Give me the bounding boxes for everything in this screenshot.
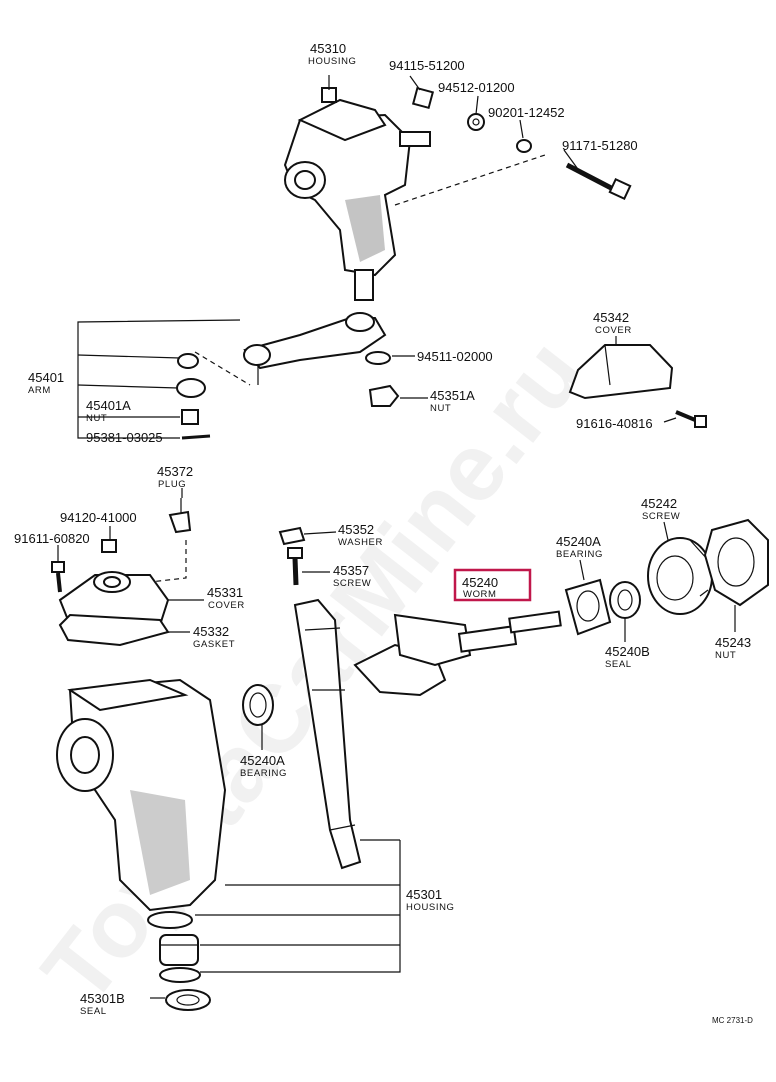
- adjusting-screw-45242: [647, 537, 713, 615]
- name-45310: HOUSING: [308, 56, 357, 67]
- label-45332[interactable]: 45332: [193, 624, 229, 639]
- label-45351a[interactable]: 45351A: [430, 388, 475, 403]
- washer-94512: [467, 113, 485, 131]
- bearing-45240a-left: [242, 684, 274, 726]
- housing-oring: [147, 911, 193, 929]
- steering-gear-housing-assembly: [283, 75, 431, 301]
- label-91171[interactable]: 91171-51280: [562, 138, 638, 153]
- name-45332: GASKET: [193, 639, 235, 650]
- label-90201[interactable]: 90201-12452: [488, 105, 565, 120]
- label-45372[interactable]: 45372: [157, 464, 193, 479]
- label-45240[interactable]: 45240: [462, 575, 498, 590]
- arm-nut: [181, 409, 199, 425]
- name-45357: SCREW: [333, 578, 371, 589]
- gasket-45332: [58, 613, 170, 647]
- label-45401a[interactable]: 45401A: [86, 398, 131, 413]
- name-45240: WORM: [463, 589, 497, 600]
- washer-90201: [516, 139, 532, 153]
- label-45401[interactable]: 45401: [28, 370, 64, 385]
- label-45331[interactable]: 45331: [207, 585, 243, 600]
- name-45331: COVER: [208, 600, 245, 611]
- label-45240a-top[interactable]: 45240A: [556, 534, 601, 549]
- label-91616[interactable]: 91616-40816: [576, 416, 653, 431]
- name-45352: WASHER: [338, 537, 383, 548]
- label-94120[interactable]: 94120-41000: [60, 510, 137, 525]
- nut-45351a: [368, 384, 400, 407]
- name-45301: HOUSING: [406, 902, 455, 913]
- label-45242[interactable]: 45242: [641, 496, 677, 511]
- washer-94511: [365, 351, 391, 365]
- cotter-pin: [181, 434, 211, 440]
- name-45240a-top: BEARING: [556, 549, 603, 560]
- label-94115[interactable]: 94115-51200: [389, 58, 465, 73]
- label-45310[interactable]: 45310: [310, 41, 346, 56]
- label-45243[interactable]: 45243: [715, 635, 751, 650]
- screw-45357: [287, 547, 303, 586]
- label-45342[interactable]: 45342: [593, 310, 629, 325]
- label-45352[interactable]: 45352: [338, 522, 374, 537]
- steering-gear-housing-45301: [56, 678, 227, 912]
- nut-94120: [101, 539, 117, 553]
- label-94512[interactable]: 94512-01200: [438, 80, 515, 95]
- nut-94115: [411, 86, 435, 110]
- pitman-arm: [243, 312, 387, 385]
- name-45372: PLUG: [158, 479, 186, 490]
- name-45401: ARM: [28, 385, 51, 396]
- name-45240b: SEAL: [605, 659, 632, 670]
- name-45243: NUT: [715, 650, 736, 661]
- bolt-91611: [51, 561, 65, 593]
- label-95381[interactable]: 95381-03025: [86, 430, 163, 445]
- seal-45240b: [609, 581, 641, 619]
- bearing-45240a-right: [564, 578, 612, 636]
- worm-shaft-45240: [353, 610, 562, 697]
- highlight-45240: [453, 568, 532, 602]
- label-45301b[interactable]: 45301B: [80, 991, 125, 1006]
- name-45240a-left: BEARING: [240, 768, 287, 779]
- name-45401a: NUT: [86, 413, 107, 424]
- name-45342: COVER: [595, 325, 632, 336]
- housing-ring: [159, 967, 201, 983]
- seal-45301b: [165, 989, 211, 1011]
- cover-45342: [568, 344, 674, 400]
- label-45301[interactable]: 45301: [406, 887, 442, 902]
- arm-bushing: [176, 378, 206, 398]
- lock-nut-45243: [703, 518, 769, 607]
- sector-shaft: [293, 598, 362, 870]
- washer-45352: [278, 526, 306, 546]
- bolt-91616: [675, 410, 707, 428]
- name-45242: SCREW: [642, 511, 680, 522]
- bolt-91171: [565, 162, 632, 201]
- name-45301b: SEAL: [80, 1006, 107, 1017]
- label-91611[interactable]: 91611-60820: [14, 531, 90, 546]
- diagram-code: MC 2731-D: [712, 1016, 753, 1025]
- label-94511[interactable]: 94511-02000: [417, 349, 493, 364]
- dust-boot: [177, 353, 199, 369]
- name-45351a: NUT: [430, 403, 451, 414]
- label-45240b[interactable]: 45240B: [605, 644, 650, 659]
- plug-45372: [168, 498, 192, 534]
- label-45240a-left[interactable]: 45240A: [240, 753, 285, 768]
- label-45357[interactable]: 45357: [333, 563, 369, 578]
- housing-bushing: [159, 934, 199, 966]
